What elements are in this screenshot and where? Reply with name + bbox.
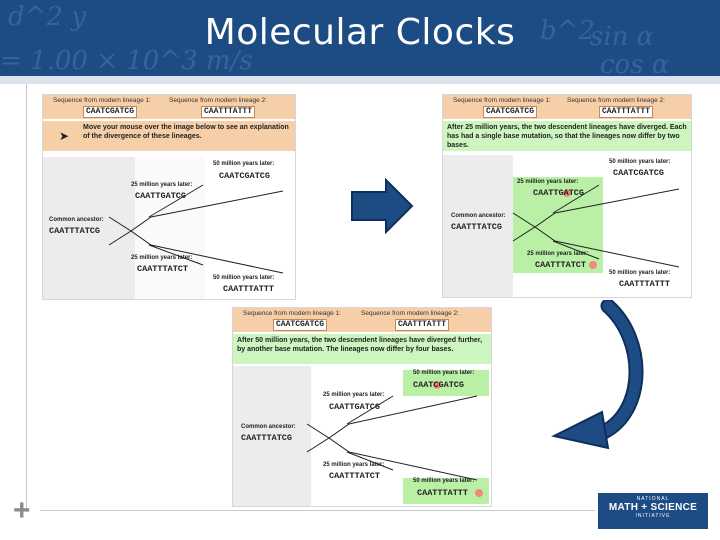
mutation-dot-upper: [563, 189, 571, 197]
logo-line1: NATIONAL: [636, 496, 670, 502]
banner-decor-3: sin α: [590, 22, 655, 52]
ancestor-label: Common ancestor:: [451, 213, 506, 219]
slide-title: Molecular Clocks: [204, 12, 516, 53]
banner-decor-1: d^2 y: [8, 2, 86, 32]
lower25-sequence: CAATTTATCT: [137, 264, 189, 274]
upper25-sequence: CAATTGATCG: [135, 191, 187, 201]
upper25-label: 25 million years later:: [323, 392, 385, 398]
plus-icon: +: [13, 494, 31, 527]
lineage1-sequence: CAATCGATCG: [83, 106, 138, 118]
ancestor-label: Common ancestor:: [49, 217, 104, 223]
logo-line3: INITIATIVE: [635, 513, 671, 519]
mutation-dot-lower: [475, 489, 483, 497]
lineage1-label: Sequence from modern lineage 1:: [243, 310, 341, 317]
upper50-label: 50 million years later:: [609, 159, 671, 165]
bottom-rule: [40, 510, 595, 511]
lineage1-label: Sequence from modern lineage 1:: [453, 97, 551, 104]
shade-left: [43, 157, 135, 299]
upper50-label: 50 million years later:: [213, 161, 275, 167]
divergence-diagram[interactable]: 50 million years later: CAATCGATCG 25 mi…: [233, 366, 491, 506]
lineage2-label: Sequence from modern lineage 2:: [567, 97, 665, 104]
title-banner: d^2 y b^2 sin α cos α = 1.00 × 10^3 m/s …: [0, 0, 720, 76]
banner-decor-2: b^2: [540, 16, 595, 46]
highlight-50my-lower: [403, 478, 489, 504]
tree-lines: [306, 381, 483, 497]
upper25-sequence: CAATTGATCG: [329, 402, 381, 412]
banner-underline: [0, 76, 720, 84]
explanation-message: After 50 million years, the two descende…: [233, 334, 491, 364]
ancestor-label: Common ancestor:: [241, 424, 296, 430]
lower50-sequence: CAATTTATTT: [223, 284, 275, 294]
tree-lines: [512, 184, 680, 269]
curved-arrow-icon: [551, 300, 644, 450]
upper25-label: 25 million years later:: [131, 182, 193, 188]
shade-mid: [135, 157, 205, 299]
lineage2-sequence: CAATTTATTT: [599, 106, 654, 118]
lineage2-sequence: CAATTTATTT: [201, 106, 256, 118]
ancestor-sequence: CAATTTATCG: [49, 226, 101, 236]
explanation-text: After 25 million years, the two descende…: [447, 124, 687, 149]
left-rule: [26, 84, 27, 512]
right-arrow-icon: [351, 178, 414, 234]
mouse-cursor-icon: ➤: [59, 129, 70, 143]
lineage2-label: Sequence from modern lineage 2:: [169, 97, 267, 104]
panel-header: Sequence from modern lineage 1: Sequence…: [43, 95, 295, 119]
upper25-sequence: CAATTGATCG: [533, 188, 585, 198]
panel-header: Sequence from modern lineage 1: Sequence…: [233, 308, 491, 332]
lineage1-sequence: CAATCGATCG: [483, 106, 538, 118]
ancestor-sequence: CAATTTATCG: [241, 433, 293, 443]
lineage2-sequence: CAATTTATTT: [395, 319, 450, 331]
instruction-message: Move your mouse over the image below to …: [43, 121, 295, 151]
upper25-label: 25 million years later:: [517, 179, 579, 185]
banner-decor-5: = 1.00 × 10^3 m/s: [0, 46, 253, 76]
lineage1-sequence: CAATCGATCG: [273, 319, 328, 331]
divergence-diagram[interactable]: 50 million years later: CAATCGATCG 25 mi…: [43, 157, 295, 299]
ancestor-sequence: CAATTTATCG: [451, 222, 503, 232]
tree-lines: [108, 184, 284, 274]
banner-decor-4: cos α: [600, 50, 670, 76]
mutation-dot-lower: [589, 261, 597, 269]
panel-initial[interactable]: Sequence from modern lineage 1: Sequence…: [42, 94, 296, 300]
highlight-25my: [513, 177, 603, 273]
upper50-sequence: CAATCGATCG: [413, 380, 465, 390]
highlight-50my-upper: [403, 370, 489, 396]
lineage2-label: Sequence from modern lineage 2:: [361, 310, 459, 317]
instruction-text: Move your mouse over the image below to …: [83, 124, 289, 140]
divergence-diagram[interactable]: 50 million years later: CAATCGATCG 25 mi…: [443, 155, 691, 297]
nms-logo: NATIONAL MATH + SCIENCE INITIATIVE: [598, 493, 708, 529]
upper50-sequence: CAATCGATCG: [613, 168, 665, 178]
shade-left: [443, 155, 513, 297]
shade-left: [233, 366, 311, 506]
lower25-label: 25 million years later:: [131, 255, 193, 261]
explanation-message: After 25 million years, the two descende…: [443, 121, 691, 151]
lower50-label: 50 million years later:: [609, 270, 671, 276]
panel-50-million-years[interactable]: Sequence from modern lineage 1: Sequence…: [232, 307, 492, 507]
panel-header: Sequence from modern lineage 1: Sequence…: [443, 95, 691, 119]
logo-line2: MATH + SCIENCE: [608, 502, 698, 513]
lower50-label: 50 million years later:: [213, 275, 275, 281]
lower25-sequence: CAATTTATCT: [535, 260, 587, 270]
lower50-sequence: CAATTTATTT: [619, 279, 671, 289]
lower50-label: 50 million years later:: [413, 478, 475, 484]
upper50-label: 50 million years later:: [413, 370, 475, 376]
explanation-text: After 50 million years, the two descende…: [237, 337, 483, 353]
panel-25-million-years[interactable]: Sequence from modern lineage 1: Sequence…: [442, 94, 692, 298]
lower25-label: 25 million years later:: [323, 462, 385, 468]
lower25-sequence: CAATTTATCT: [329, 471, 381, 481]
mutation-dot-upper: [433, 381, 441, 389]
lineage1-label: Sequence from modern lineage 1:: [53, 97, 151, 104]
lower50-sequence: CAATTTATTT: [417, 488, 469, 498]
upper50-sequence: CAATCGATCG: [219, 171, 271, 181]
lower25-label: 25 million years later:: [527, 251, 589, 257]
